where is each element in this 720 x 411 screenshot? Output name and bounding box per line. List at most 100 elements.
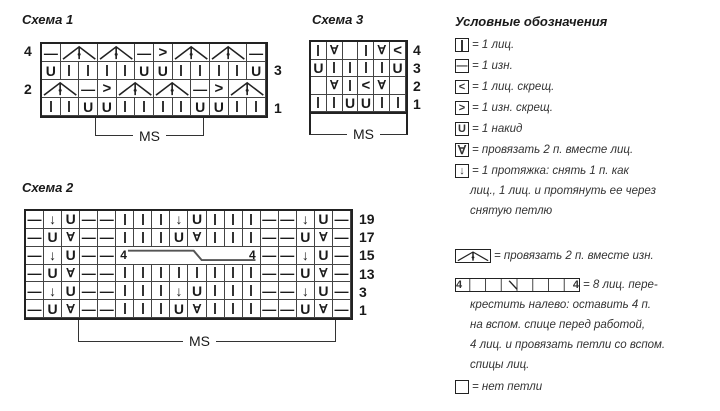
- purl-stitch-cell: —: [98, 300, 117, 318]
- p2tog-cell: [116, 80, 154, 98]
- legend-text: = 1 протяжка: снять 1 п. как: [472, 165, 629, 177]
- k2tog-cell: ∀: [314, 300, 333, 318]
- purl-stitch-cell: —: [260, 282, 279, 301]
- row-label: 1: [359, 302, 367, 318]
- slip-knit-pass-cell: ↓: [44, 246, 63, 265]
- purl-stitch-cell: —: [98, 246, 117, 265]
- row-label: 19: [359, 211, 375, 227]
- yarn-over-cell: U: [314, 211, 333, 229]
- p2tog-cell: [228, 80, 266, 98]
- knit-stitch-cell: [152, 211, 171, 229]
- knit-stitch-cell: [206, 211, 225, 229]
- ms-label: MS: [347, 126, 380, 142]
- yarn-over-cell: U: [390, 59, 406, 77]
- scheme1-title: Схема 1: [22, 12, 74, 27]
- knit-stitch-cell: [374, 94, 391, 112]
- k2tog-cell: ∀: [188, 300, 207, 318]
- yarn-over-cell: U: [209, 98, 229, 116]
- yarn-over-cell: U: [247, 62, 266, 80]
- purl-stitch-cell: —: [278, 228, 297, 247]
- knit-stitch-cell: [116, 264, 135, 283]
- knit-stitch-cell: [358, 42, 375, 60]
- knit-stitch-cell: [242, 264, 261, 283]
- purl-stitch-cell: —: [98, 264, 117, 283]
- yarn-over-cell: U: [42, 62, 61, 80]
- knit-twisted-cell: <: [358, 77, 375, 95]
- knit-stitch-cell: [60, 62, 80, 80]
- p2tog-cell: [42, 80, 80, 98]
- knit-stitch-cell: [79, 62, 98, 80]
- purl-stitch-cell: —: [79, 80, 98, 98]
- purl-stitch-cell: —: [278, 282, 297, 301]
- legend-title: Условные обозначения: [455, 14, 608, 29]
- purl-stitch-cell: —: [80, 300, 99, 318]
- legend-text: = нет петли: [472, 381, 543, 393]
- knit-stitch-cell: [311, 42, 327, 60]
- k2tog-cell: ∀: [326, 77, 343, 95]
- k2tog-cell: ∀: [188, 228, 207, 247]
- row-label: 17: [359, 229, 375, 245]
- p2tog-cell: [209, 44, 248, 62]
- legend-item: >= 1 изн. скрещ.: [455, 101, 553, 115]
- no-stitch-cell: [342, 42, 359, 60]
- knit-stitch-cell: [191, 62, 210, 80]
- knit-stitch-cell: [224, 228, 243, 247]
- purl-stitch-cell: —: [191, 80, 210, 98]
- knit-stitch-cell: [224, 300, 243, 318]
- k2tog-icon: ∀: [455, 143, 469, 157]
- knit-stitch-cell: [152, 282, 171, 301]
- yarn-over-cell: U: [296, 300, 315, 318]
- knit-stitch-cell: [42, 98, 61, 116]
- slip-knit-pass-cell: ↓: [44, 211, 63, 229]
- slip-knit-pass-cell: ↓: [170, 282, 189, 301]
- knit-stitch-cell: [172, 98, 192, 116]
- yarn-over-cell: U: [296, 228, 315, 247]
- slip-knit-pass-cell: ↓: [170, 211, 189, 229]
- legend-item: ↓= 1 протяжка: снять 1 п. как: [455, 164, 629, 178]
- knit-stitch-cell: [116, 211, 135, 229]
- slip-knit-pass-cell: ↓: [44, 282, 63, 301]
- knit-twisted-cell: <: [390, 42, 406, 60]
- legend-text-continued: спицы лиц.: [470, 359, 530, 371]
- knit-stitch-cell: [153, 98, 173, 116]
- k2tog-cell: ∀: [374, 77, 391, 95]
- purl-stitch-cell: —: [26, 282, 45, 301]
- purl-stitch-cell: —: [332, 300, 351, 318]
- knit-stitch-cell: [206, 300, 225, 318]
- purl-twisted-cell: >: [97, 80, 117, 98]
- row-label: 3: [359, 284, 367, 300]
- k2tog-cell: ∀: [374, 42, 391, 60]
- knit-stitch-cell: [134, 282, 153, 301]
- yarn-over-cell: U: [342, 94, 359, 112]
- no-stitch-icon: [455, 380, 469, 394]
- p2tog-icon: [455, 249, 491, 263]
- purl-twisted-icon: >: [455, 101, 469, 115]
- purl-stitch-cell: —: [26, 211, 45, 229]
- purl-twisted-cell: >: [153, 44, 173, 62]
- k2tog-cell: ∀: [326, 42, 343, 60]
- purl-stitch-cell: —: [98, 211, 117, 229]
- knit-stitch-cell: [60, 98, 80, 116]
- knit-twisted-icon: <: [455, 80, 469, 94]
- knit-stitch-cell: [116, 282, 135, 301]
- purl-stitch-cell: —: [278, 264, 297, 283]
- knit-stitch-cell: [135, 98, 154, 116]
- cable-count-label: 4: [249, 248, 256, 263]
- knit-stitch-cell: [374, 59, 391, 77]
- row-label: 3: [413, 60, 421, 76]
- knit-stitch-cell: [242, 282, 261, 301]
- knit-stitch-cell: [358, 59, 375, 77]
- knit-stitch-cell: [134, 300, 153, 318]
- purl-twisted-cell: >: [209, 80, 229, 98]
- yarn-over-cell: U: [153, 62, 173, 80]
- knit-stitch-cell: [247, 98, 266, 116]
- purl-stitch-cell: —: [98, 282, 117, 301]
- k2tog-cell: ∀: [62, 300, 81, 318]
- legend-text: = 1 лиц. скрещ.: [472, 81, 555, 93]
- purl-stitch-cell: —: [332, 282, 351, 301]
- purl-stitch-cell: —: [332, 211, 351, 229]
- purl-stitch-cell: —: [80, 211, 99, 229]
- yarn-over-cell: U: [314, 282, 333, 301]
- scheme3-title: Схема 3: [312, 12, 364, 27]
